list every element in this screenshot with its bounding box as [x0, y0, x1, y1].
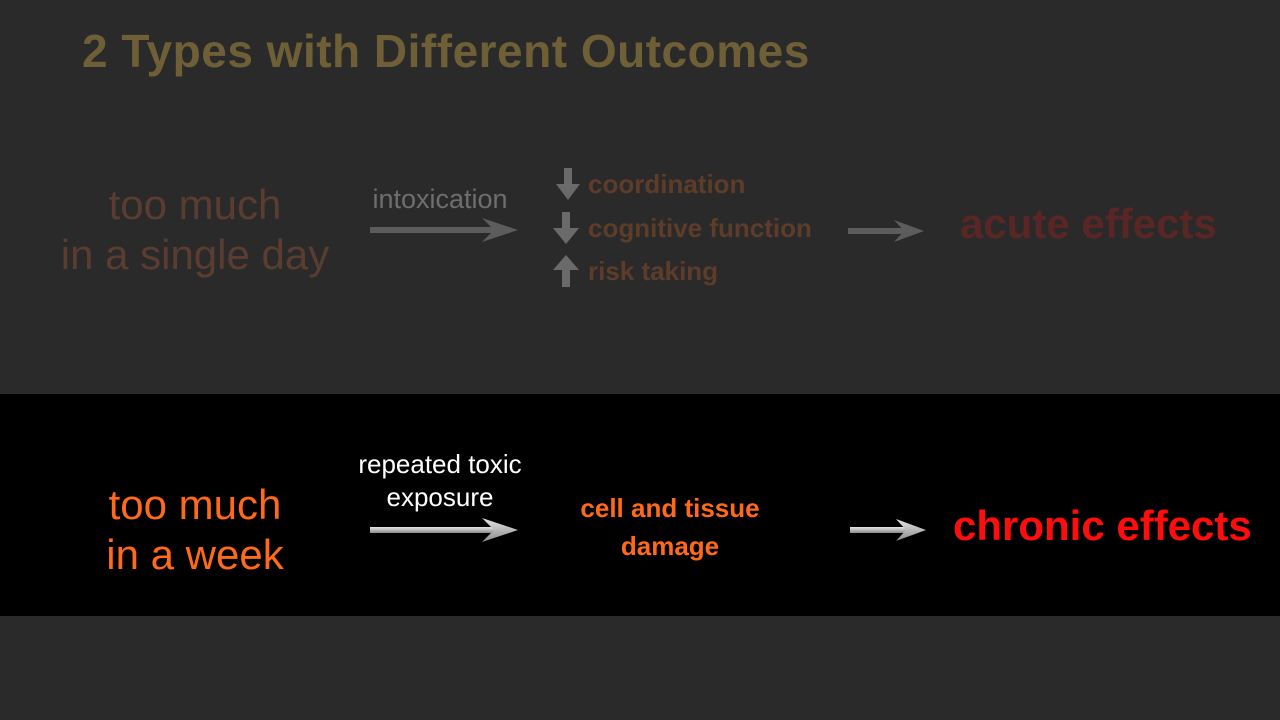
cell-tissue-damage-label: cell and tissue damage	[580, 493, 760, 561]
chronic-cause-line1: too much	[108, 481, 282, 528]
effect-label: coordination	[588, 168, 746, 199]
intoxication-label: intoxication	[372, 184, 508, 214]
down-arrow-icon	[553, 212, 579, 244]
acute-arrow-icon	[370, 218, 518, 242]
effect-coordination: coordination	[556, 168, 745, 200]
chronic-result-arrow-icon	[850, 519, 926, 541]
chronic-cause: too much in a week	[40, 480, 350, 581]
effect-label: cognitive function	[588, 212, 812, 243]
chronic-cause-line2: in a week	[106, 531, 284, 579]
chronic-effects-label: chronic effects	[953, 502, 1252, 549]
up-arrow-icon	[553, 255, 579, 287]
acute-cause-line1: too much	[108, 181, 282, 228]
slide-title: 2 Types with Different Outcomes	[82, 25, 810, 77]
down-arrow-icon	[556, 168, 580, 200]
chronic-highlight-band	[0, 394, 1280, 616]
acute-effects-label: acute effects	[960, 200, 1217, 247]
repeated-exposure-label: repeated toxic exposure	[358, 449, 522, 512]
effect-risk-taking: risk taking	[552, 255, 718, 287]
acute-cause: too much in a single day	[40, 180, 350, 281]
acute-cause-line2: in a single day	[60, 231, 330, 279]
effect-label: risk taking	[588, 255, 719, 286]
chronic-arrow-icon	[370, 518, 518, 542]
effect-cognitive-function: cognitive function	[552, 212, 812, 244]
acute-result-arrow-icon	[848, 220, 924, 242]
